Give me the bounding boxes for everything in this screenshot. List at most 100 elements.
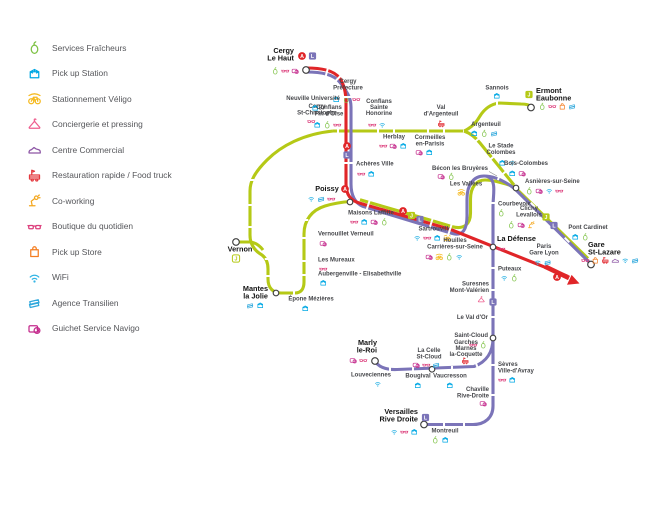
station-tick xyxy=(474,362,480,370)
navigo-icon xyxy=(517,222,525,228)
legend-item-wifi: WiFi xyxy=(27,270,172,285)
station-node xyxy=(302,66,310,74)
line-a xyxy=(305,66,569,278)
station-label: Neuville Université xyxy=(286,96,340,102)
station-label: Épone Mézières xyxy=(288,295,334,303)
line-layer xyxy=(236,66,592,427)
agence-icon xyxy=(632,258,639,264)
station-tick xyxy=(300,274,308,276)
fraicheurs-icon xyxy=(27,40,42,55)
minor-station-tick xyxy=(246,226,254,228)
station-tick xyxy=(427,216,435,231)
fraicheurs-icon xyxy=(499,209,504,217)
legend-item-centre-commercial: Centre Commercial xyxy=(27,142,172,157)
label-pointer-line xyxy=(488,171,498,177)
restauration-icon xyxy=(462,357,469,365)
pickup-icon xyxy=(509,377,516,383)
badge-letter: A xyxy=(343,187,347,193)
station-tick xyxy=(473,137,481,143)
minor-station-tick xyxy=(463,421,465,428)
pickupstore-icon xyxy=(559,103,565,110)
badge-letter: L xyxy=(418,217,422,223)
line-badge-j: J xyxy=(542,213,550,221)
station-node xyxy=(512,184,520,192)
line-badge-j: J xyxy=(525,90,533,98)
navigo-icon xyxy=(479,401,487,407)
station-tick xyxy=(496,100,498,107)
legend-label: Co-working xyxy=(52,195,95,206)
fraicheurs-icon xyxy=(273,67,278,75)
pickup-icon xyxy=(361,219,368,225)
station-label: Asnières-sur-Seine xyxy=(525,179,580,185)
station-label: Puteaux xyxy=(498,267,522,273)
station-label: Achères Ville xyxy=(356,162,394,168)
agence-icon xyxy=(569,104,576,110)
badge-letter: J xyxy=(528,92,531,98)
coworking-icon xyxy=(27,193,42,208)
legend-label: Services Fraîcheurs xyxy=(52,42,127,53)
station-asnieres-sur-seine: Asnières-sur-Seine xyxy=(512,179,580,195)
station-label: Les Mureaux xyxy=(318,258,355,264)
station-tick xyxy=(293,289,295,297)
station-tick xyxy=(563,236,571,244)
navigo-icon xyxy=(349,358,357,364)
boutique-icon xyxy=(327,197,336,201)
badge-letter: J xyxy=(410,213,413,219)
fraicheurs-icon xyxy=(527,187,532,195)
station-montreuil: Montreuil xyxy=(432,421,459,444)
station-tick xyxy=(364,198,372,213)
station-node xyxy=(587,260,595,269)
navigo-icon xyxy=(389,143,397,149)
conciergerie-icon xyxy=(477,296,485,303)
navigo-icon xyxy=(319,241,327,247)
line-badge-l: L xyxy=(343,151,351,159)
station-label: Pont Cardinet xyxy=(568,225,607,231)
station-herblay: Herblay xyxy=(379,127,407,149)
badge-letter: J xyxy=(235,256,238,262)
pickup-icon xyxy=(302,305,309,312)
rer-a-direction-arrow xyxy=(544,264,580,285)
station-label: Bougival xyxy=(405,374,431,380)
legend-item-services-fraicheurs: Services Fraîcheurs xyxy=(27,40,172,55)
pickup-icon xyxy=(368,171,375,177)
legend-label: WiFi xyxy=(52,272,69,282)
station-node xyxy=(272,289,280,297)
station-tick xyxy=(300,237,308,239)
badge-letter: J xyxy=(545,215,548,221)
line-badge-l: L xyxy=(416,215,424,223)
station-node xyxy=(489,243,497,251)
fraicheurs-icon xyxy=(540,102,545,110)
boutique-icon xyxy=(379,144,388,148)
pickup-icon xyxy=(493,93,500,99)
station-maisons-laffitte: Maisons Laffitte xyxy=(348,198,394,226)
agence-icon xyxy=(318,196,325,202)
station-label: La Défense xyxy=(497,234,536,243)
station-vernouillet-verneuil: Vernouillet Verneuil xyxy=(300,232,374,247)
agence-icon xyxy=(247,303,254,309)
legend-label: Stationnement Véligo xyxy=(52,93,132,104)
legend-label: Restauration rapide / Food truck xyxy=(52,170,172,180)
station-label: Vernon xyxy=(228,245,253,254)
station-saint-cloud: Saint-Cloud xyxy=(454,333,497,349)
legend-item-pick-up-store: Pick up Store xyxy=(27,244,172,259)
station-label: Sannois xyxy=(485,86,509,92)
commercial-icon xyxy=(27,142,42,157)
station-tick xyxy=(427,127,429,135)
